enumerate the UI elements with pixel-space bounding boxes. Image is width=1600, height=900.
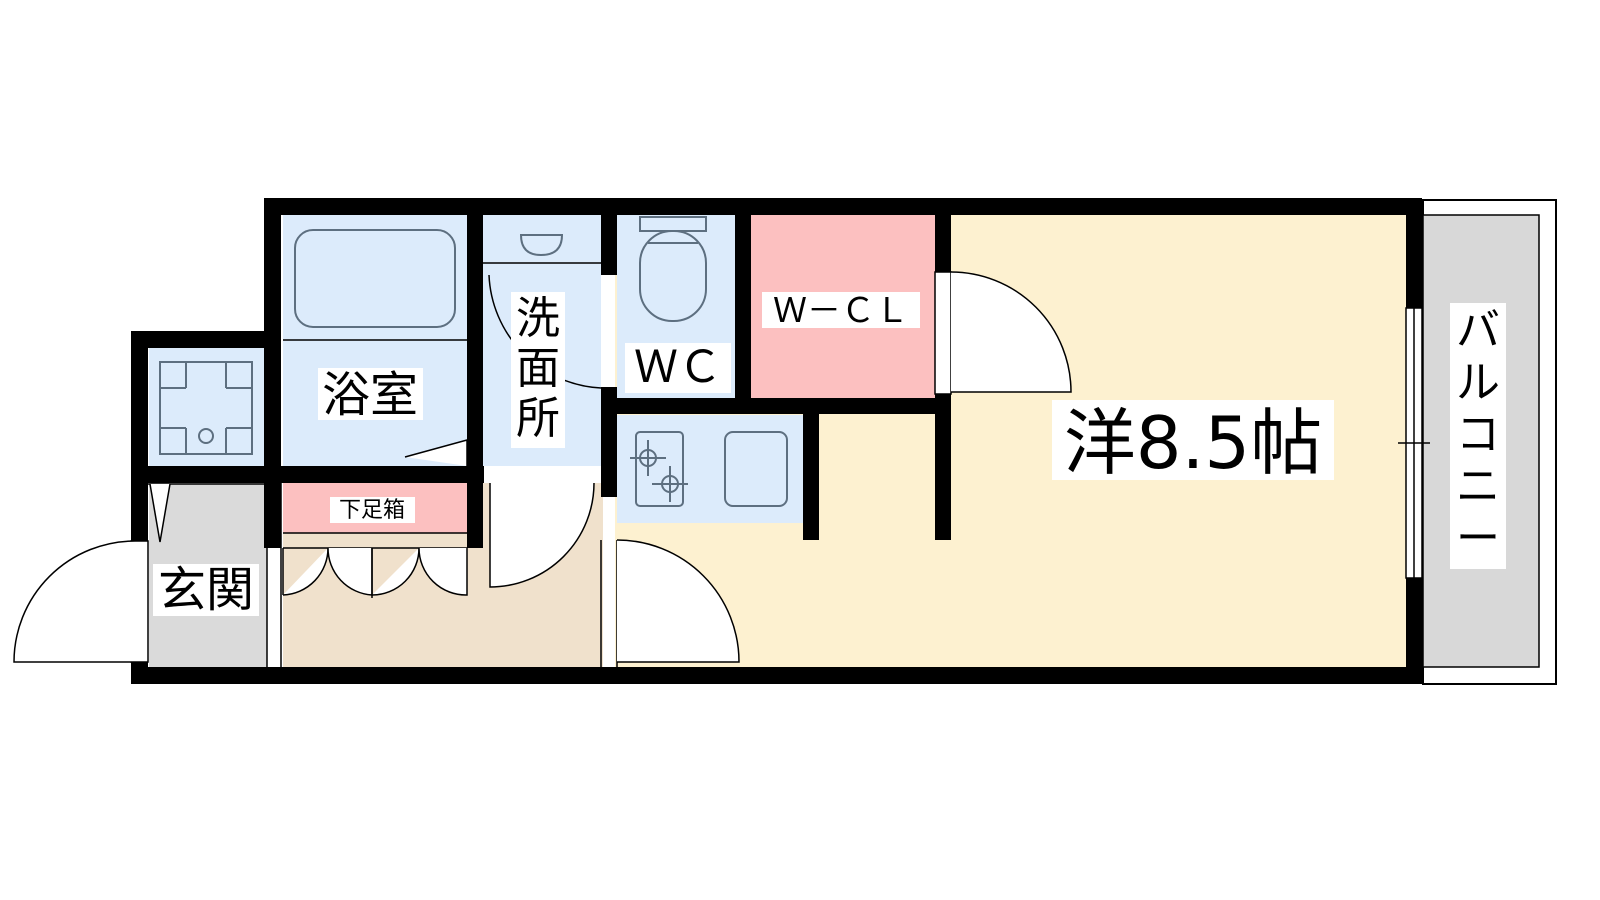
entrance-cabinet (149, 483, 171, 543)
sink-icon (519, 234, 564, 257)
toilet-tank-icon (639, 216, 707, 232)
balcony-label: バルコニー (1456, 305, 1500, 564)
kitchen-sink-icon (724, 431, 788, 507)
toilet-seat-icon (639, 230, 707, 322)
washroom-label: 洗面所 (516, 293, 560, 444)
shoe-box-label: 下足箱 (339, 498, 405, 523)
balcony-window (1398, 307, 1430, 579)
toilet-label: ＷＣ (634, 342, 722, 393)
washing-machine-icon (159, 361, 253, 455)
closet-label: Ｗ－ＣＬ (773, 291, 909, 331)
bathtub-icon (294, 229, 456, 328)
walls (131, 198, 1422, 684)
entrance-label: 玄関 (158, 562, 254, 618)
western-room-label: 洋8.5帖 (1064, 401, 1323, 485)
bath-label: 浴室 (322, 367, 418, 423)
shoe-box-doors (282, 547, 468, 598)
stove-icon (635, 431, 684, 507)
doors (13, 271, 1072, 663)
